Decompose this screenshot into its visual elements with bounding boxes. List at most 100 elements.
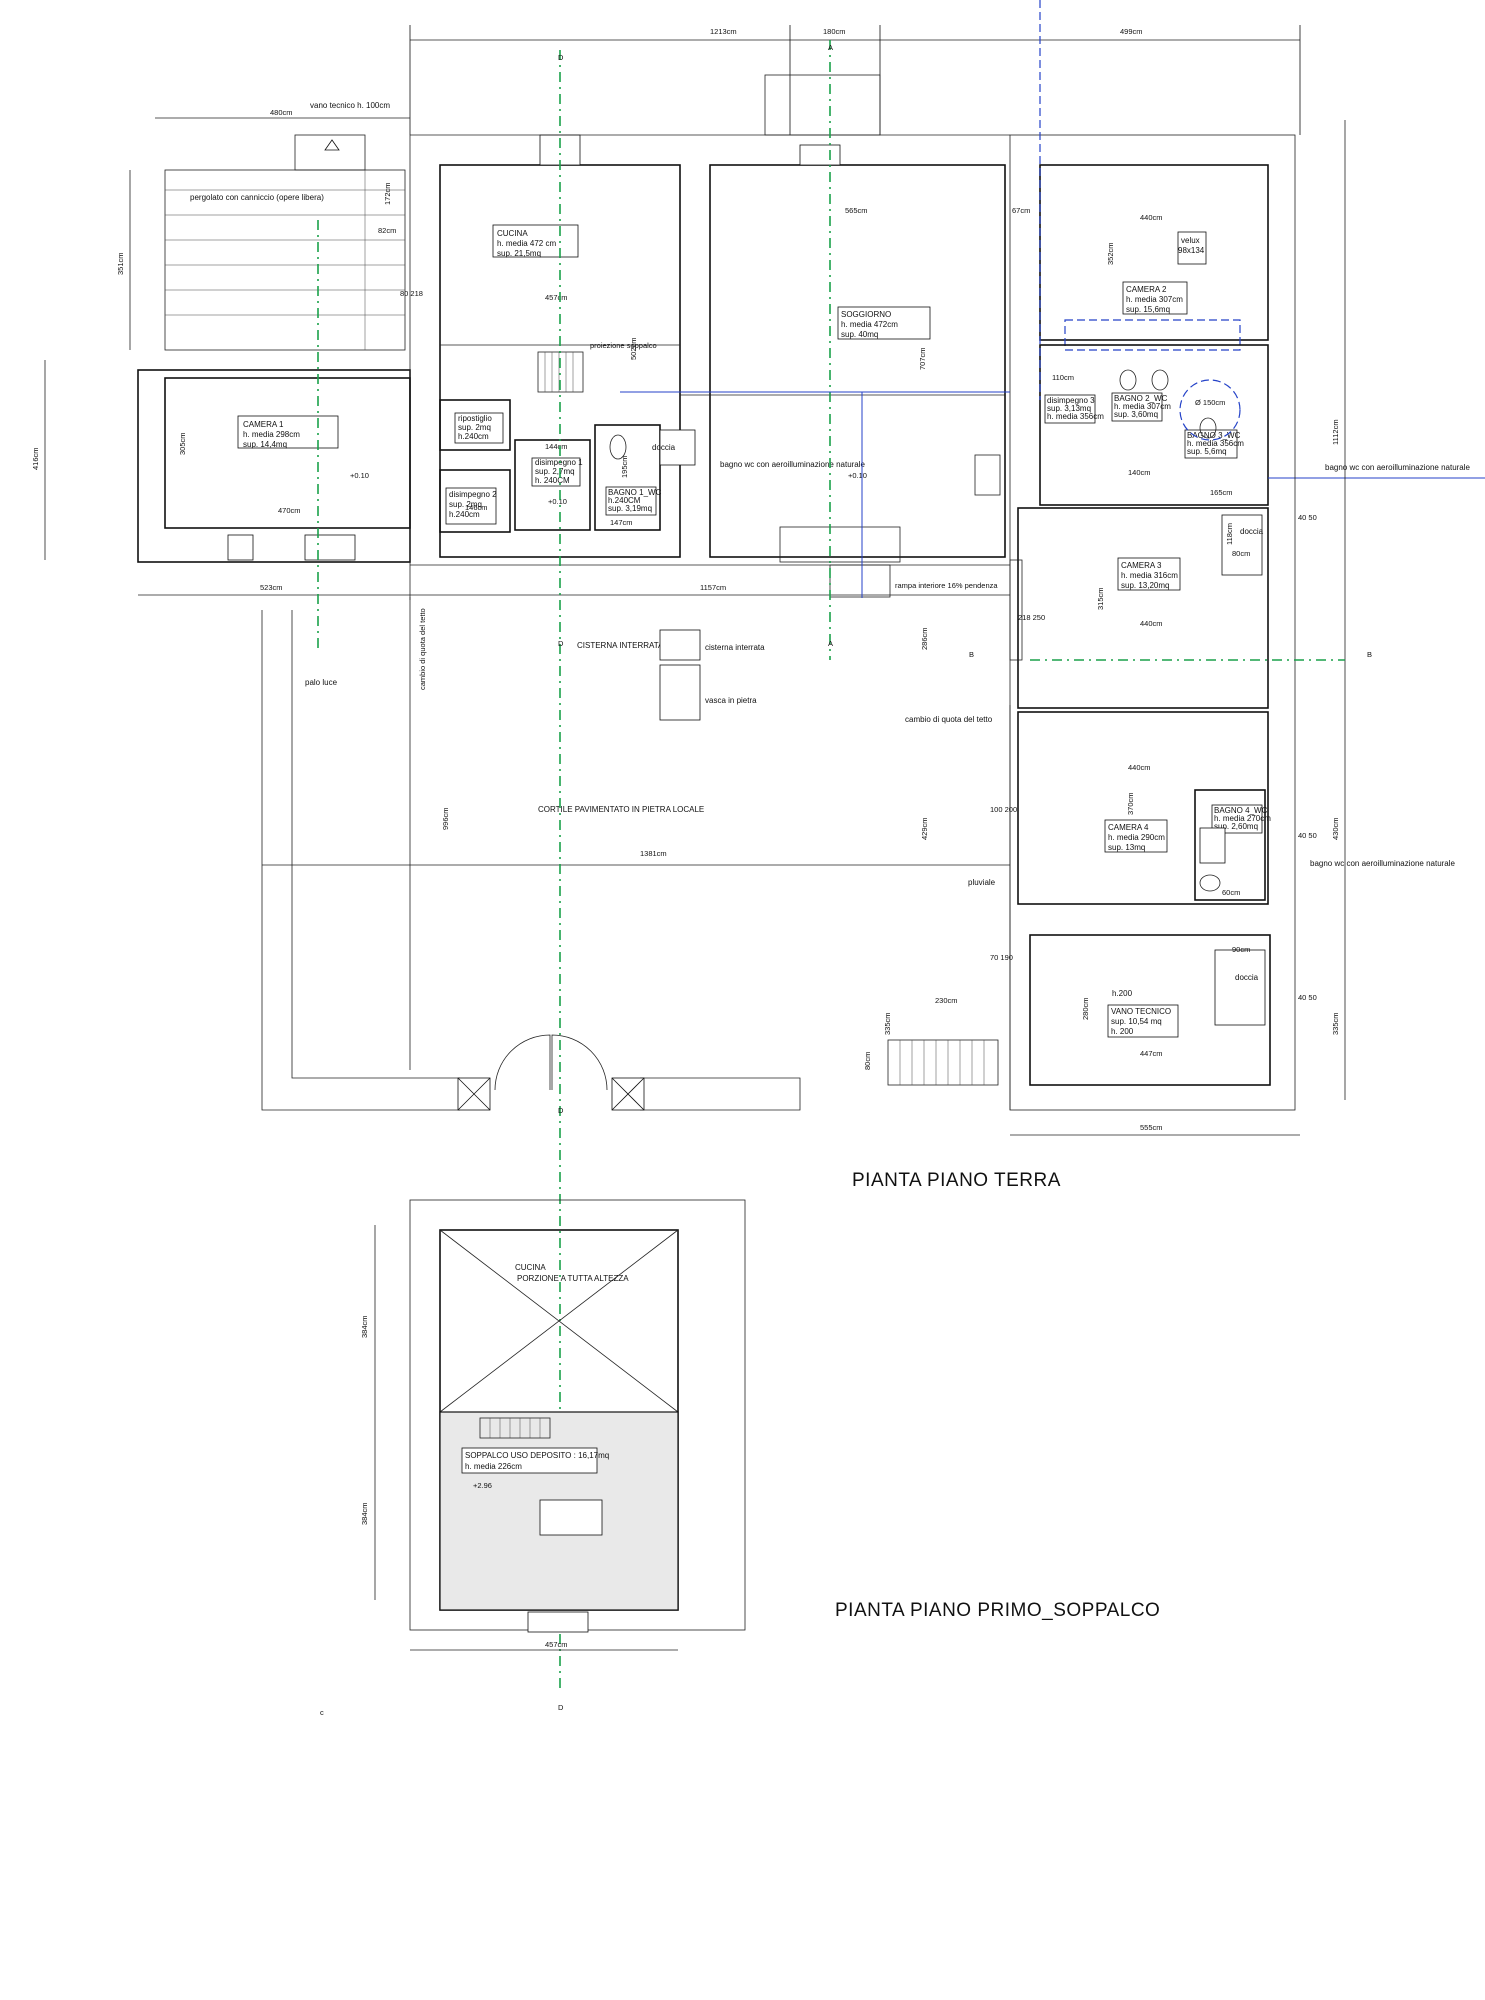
bagno-2-height: h. media 307cm [1114, 402, 1171, 411]
soppalco-name: SOPPALCO USO DEPOSITO : 16,17mq [465, 1451, 609, 1460]
dim-384-top: 384cm [360, 1315, 369, 1338]
dim-40-50-mid: 40 50 [1298, 831, 1317, 840]
dim-195: 195cm [620, 455, 629, 478]
cucina-upper-note: PORZIONE A TUTTA ALTEZZA [517, 1274, 629, 1283]
camera-2-name: CAMERA 2 [1126, 285, 1167, 294]
camera-2-area: sup. 15,6mq [1126, 305, 1170, 314]
dim-1213: 1213cm [710, 27, 737, 36]
bathrooms-2-3: disimpegno 3 sup. 3,13mq h. media 356cm … [1039, 344, 1485, 506]
bagno-wc-note-2: bagno wc con aeroilluminazione naturale [1325, 463, 1471, 472]
first-floor-plan: CUCINA PORZIONE A TUTTA ALTEZZA SOPPALCO… [360, 1199, 1160, 1651]
service-rooms: ripostiglio sup. 2mq h.240cm disimpegno … [439, 399, 866, 533]
dim-144: 144cm [545, 442, 568, 451]
dim-429: 429cm [920, 817, 929, 840]
turning-circle-label: Ø 150cm [1195, 398, 1225, 407]
cortile-label: CORTILE PAVIMENTATO IN PIETRA LOCALE [538, 805, 704, 814]
cisterna-label: CISTERNA INTERRATA [577, 641, 664, 650]
dim-440-camera3: 440cm [1140, 619, 1163, 628]
doccia-1-label: doccia [652, 443, 676, 452]
palo-luce-label: palo luce [305, 678, 338, 687]
bagno-1-area: sup. 3,19mq [608, 504, 652, 513]
vasca-note: vasca in pietra [705, 696, 757, 705]
camera-1-height: h. media 298cm [243, 430, 300, 439]
section-mark-a-top: A [828, 43, 833, 52]
camera-1-name: CAMERA 1 [243, 420, 284, 429]
section-mark-d-top: D [558, 53, 564, 62]
disimpegno-quota: +0.10 [548, 497, 567, 506]
camera-4-area: sup. 13mq [1108, 843, 1145, 852]
dim-147: 147cm [610, 518, 633, 527]
dim-80-218: 80 218 [400, 289, 423, 298]
first-floor-title: PIANTA PIANO PRIMO_SOPPALCO [835, 1600, 1160, 1621]
cambio-quota-tetto-right: cambio di quota del tetto [905, 715, 993, 724]
ripostiglio-height: h.240cm [458, 432, 489, 441]
camera-4-height: h. media 290cm [1108, 833, 1165, 842]
dim-1381: 1381cm [640, 849, 667, 858]
vano-tecnico-h200: h.200 [1112, 989, 1133, 998]
doccia-3-label: doccia [1240, 527, 1264, 536]
dim-280: 280cm [1081, 997, 1090, 1020]
section-mark-d-low: D [558, 1106, 564, 1115]
dim-457-upper: 457cm [545, 1640, 568, 1649]
dim-499: 499cm [1120, 27, 1143, 36]
dim-172: 172cm [383, 182, 392, 205]
dim-370: 370cm [1126, 792, 1135, 815]
dim-1112: 1112cm [1331, 419, 1340, 445]
camera-4-room: CAMERA 4 h. media 290cm sup. 13mq 440cm … [905, 711, 1456, 905]
dim-384-bottom: 384cm [360, 1502, 369, 1525]
cucina-height: h. media 472 cm [497, 239, 556, 248]
bagno-1-height: h.240CM [608, 496, 641, 505]
dim-286: 286cm [920, 627, 929, 650]
soppalco-height: h. media 226cm [465, 1462, 522, 1471]
camera-3-room: CAMERA 3 h. media 316cm sup. 13,20mq 440… [1009, 507, 1317, 709]
dim-90: 90cm [1232, 945, 1250, 954]
cisterna-interrata-note: cisterna interrata [705, 643, 765, 652]
disimpegno-1-area: sup. 2,7mq [535, 467, 575, 476]
main-building-outline: 523cm 1157cm 416cm rampa interiore 16% p… [31, 134, 1010, 600]
dim-523: 523cm [260, 583, 283, 592]
dim-416: 416cm [31, 447, 40, 470]
dim-502: 502cm [629, 337, 638, 360]
vano-tecnico-height-note: vano tecnico h. 100cm [310, 101, 390, 110]
velux-label: velux [1181, 236, 1200, 245]
camera-1-block: CAMERA 1 h. media 298cm sup. 14,4mq 470c… [137, 369, 411, 563]
disimpegno-3-area: sup. 3,13mq [1047, 404, 1091, 413]
cucina-name: CUCINA [497, 229, 528, 238]
top-dimension-chain: 1213cm 180cm 499cm 480cm [155, 25, 1301, 135]
dim-80-camera3: 80cm [1232, 549, 1250, 558]
dim-447: 447cm [1140, 1049, 1163, 1058]
dim-140: 140cm [1128, 468, 1151, 477]
dim-430: 430cm [1331, 817, 1340, 840]
camera-1-label-box [237, 415, 339, 449]
dim-118: 118cm [1225, 523, 1234, 545]
dim-110: 110cm [1052, 373, 1074, 382]
vano-tecnico-area: sup. 10,54 mq [1111, 1017, 1162, 1026]
camera-4-name: CAMERA 4 [1108, 823, 1149, 832]
soggiorno-quota: +0.10 [848, 471, 867, 480]
dim-315: 315cm [1096, 587, 1105, 610]
section-mark-d-bottom: D [558, 1703, 564, 1712]
disimpegno-3-name: disimpegno 3 [1047, 396, 1095, 405]
disimpegno-1-name: disimpegno 1 [535, 458, 583, 467]
bagno-wc-note-3: bagno wc con aeroilluminazione naturale [1310, 859, 1456, 868]
velux-dimensions: 98x134 [1178, 246, 1205, 255]
dim-165: 165cm [1210, 488, 1233, 497]
ripostiglio-name: ripostiglio [458, 414, 492, 423]
dim-351: 351cm [116, 252, 125, 275]
dim-996: 996cm [441, 807, 450, 830]
dim-146: 146cm [465, 503, 488, 512]
camera-2-room: velux 98x134 CAMERA 2 h. media 307cm sup… [1039, 164, 1269, 351]
dim-565: 565cm [845, 206, 868, 215]
dim-457: 457cm [545, 293, 568, 302]
section-mark-b-right: B [1367, 650, 1372, 659]
bagno-4-name: BAGNO 4_WC [1214, 806, 1268, 815]
bagno-4-area: sup. 2,60mq [1214, 822, 1258, 831]
dim-40-50-bottom: 40 50 [1298, 993, 1317, 1002]
dim-335-right: 335cm [1331, 1012, 1340, 1035]
pergola-area: pergolato con canniccio (opere libera) v… [116, 101, 406, 351]
vano-tecnico-height: h. 200 [1111, 1027, 1134, 1036]
disimpegno-2-name: disimpegno 2 [449, 490, 497, 499]
dim-40-50-top: 40 50 [1298, 513, 1317, 522]
soggiorno-room: SOGGIORNO h. media 472cm sup. 40mq 565cm… [680, 74, 1030, 563]
section-mark-a-bottom: A [828, 639, 833, 648]
